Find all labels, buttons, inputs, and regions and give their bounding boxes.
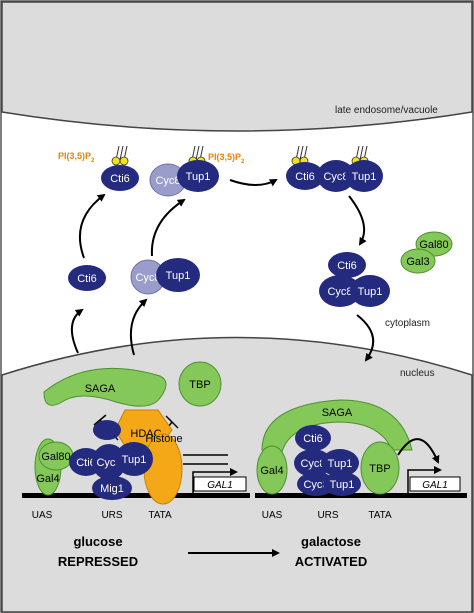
tup1-left-protein bbox=[115, 442, 153, 476]
tup1-released-label: Tup1 bbox=[358, 286, 383, 298]
gal1-left-label: GAL1 bbox=[207, 480, 233, 491]
cytoplasm-label: cytoplasm bbox=[385, 318, 430, 329]
tup1-released-protein bbox=[350, 275, 390, 307]
gal3-protein bbox=[400, 248, 436, 274]
dna-right bbox=[255, 493, 467, 498]
gal4-left-label: Gal4 bbox=[36, 473, 59, 485]
mig1-label: Mig1 bbox=[100, 483, 124, 495]
saga-right-label: SAGA bbox=[322, 407, 353, 419]
gal80-label: Gal80 bbox=[419, 239, 448, 251]
pi35p2-label-right: PI(3,5)P2 bbox=[208, 152, 245, 165]
cti6-released-protein bbox=[328, 252, 366, 278]
tup1-complex-label: Tup1 bbox=[352, 171, 377, 183]
cyc8-membrane-label: Cyc8 bbox=[155, 175, 180, 187]
lipid-headgroup bbox=[111, 156, 121, 166]
tup1-left-top bbox=[93, 420, 121, 440]
saga-left-label: SAGA bbox=[85, 383, 116, 395]
tata-left-label: TATA bbox=[148, 510, 172, 521]
uas-left-label: UAS bbox=[32, 510, 53, 521]
gal4-right-label: Gal4 bbox=[260, 465, 283, 477]
uas-right-label: UAS bbox=[262, 510, 283, 521]
cti6-right-protein bbox=[295, 425, 331, 451]
urs-left-label: URS bbox=[101, 510, 122, 521]
cyc8-right-top-label: Cyc8 bbox=[300, 458, 325, 470]
cyc8-right-bottom-label: Cyc8 bbox=[303, 479, 328, 491]
gal1-box-left bbox=[193, 476, 247, 492]
gal4-right bbox=[256, 445, 288, 495]
cyc8-right-top-protein bbox=[294, 449, 332, 477]
transport-arrows bbox=[71, 179, 375, 362]
tup1-right-top-protein bbox=[321, 449, 359, 477]
tbp-right bbox=[360, 441, 400, 495]
cti6-cytoplasmic-label: Cti6 bbox=[77, 273, 97, 285]
tup1-right-top-label: Tup1 bbox=[328, 458, 353, 470]
urs-right-label: URS bbox=[317, 510, 338, 521]
cti6-membrane-protein bbox=[101, 165, 139, 191]
galactose-label: galactose bbox=[301, 534, 361, 549]
cti6-complex-label: Cti6 bbox=[295, 171, 315, 183]
gal80-left-label: Gal80 bbox=[41, 451, 70, 463]
transcription-arrow bbox=[397, 438, 440, 464]
lipid-headgroup bbox=[119, 156, 129, 166]
cti6-recruit-arrow bbox=[79, 193, 106, 259]
dna-left bbox=[22, 493, 250, 498]
cti6-left-label: Cti6 bbox=[76, 457, 96, 469]
gal3-label: Gal3 bbox=[406, 256, 429, 268]
cyc8-complex-label: Cyc8 bbox=[323, 171, 348, 183]
mig1-protein bbox=[92, 476, 132, 500]
cyc8-tup1-export-arrow bbox=[130, 298, 148, 356]
tbp-left-label: TBP bbox=[189, 379, 210, 391]
histone-label: Histone bbox=[145, 433, 182, 445]
tup1-right-bottom-label: Tup1 bbox=[330, 479, 355, 491]
tup1-cytoplasmic-protein bbox=[156, 258, 200, 292]
cyc8-tup1-recruit-arrow bbox=[150, 198, 186, 257]
tbp-left bbox=[178, 361, 222, 407]
activated-label: ACTIVATED bbox=[295, 554, 367, 569]
cti6-export-arrow bbox=[71, 308, 84, 354]
gal1-box-right bbox=[409, 476, 461, 492]
cyc8-released-label: Cyc8 bbox=[327, 286, 352, 298]
tup1-membrane-label: Tup1 bbox=[186, 171, 211, 183]
endosome-label: late endosome/vacuole bbox=[335, 105, 438, 116]
tss-arrow-right bbox=[407, 466, 442, 493]
tup1-membrane-protein bbox=[177, 160, 219, 192]
complex-release-arrow bbox=[348, 195, 367, 246]
cyc8-released-protein bbox=[319, 275, 361, 307]
tss-arrow-left bbox=[192, 468, 238, 493]
nucleus-label: nucleus bbox=[400, 368, 434, 379]
repressed-label: REPRESSED bbox=[58, 554, 138, 569]
tup1-right-bottom-protein bbox=[323, 472, 361, 496]
tata-right-label: TATA bbox=[368, 510, 392, 521]
cti6-membrane-label: Cti6 bbox=[110, 173, 130, 185]
hdac-label: HDAC bbox=[130, 428, 161, 440]
cti6-right-label: Cti6 bbox=[303, 433, 323, 445]
gal1-right-label: GAL1 bbox=[422, 480, 448, 491]
cyc8-complex-protein bbox=[317, 160, 355, 192]
tup1-cytoplasmic-label: Tup1 bbox=[166, 270, 191, 282]
cti6-cytoplasmic-protein bbox=[68, 265, 106, 291]
nuclear-import-arrow bbox=[356, 314, 375, 362]
tbp-right-label: TBP bbox=[369, 463, 390, 475]
endosome-membrane bbox=[1, 1, 473, 132]
tup1-left-label: Tup1 bbox=[122, 454, 147, 466]
tup1-complex-protein bbox=[345, 160, 383, 192]
pi35p2-label-left: PI(3,5)P2 bbox=[58, 151, 95, 164]
cti6-complex-protein bbox=[286, 162, 324, 190]
glucose-label: glucose bbox=[73, 534, 122, 549]
saga-left bbox=[43, 367, 167, 407]
cti6-released-label: Cti6 bbox=[337, 260, 357, 272]
cyc8-cytoplasmic-label: Cyc8 bbox=[135, 272, 160, 284]
complex-assembly-arrow bbox=[229, 179, 278, 187]
cyc8-right-bottom-protein bbox=[297, 472, 335, 496]
